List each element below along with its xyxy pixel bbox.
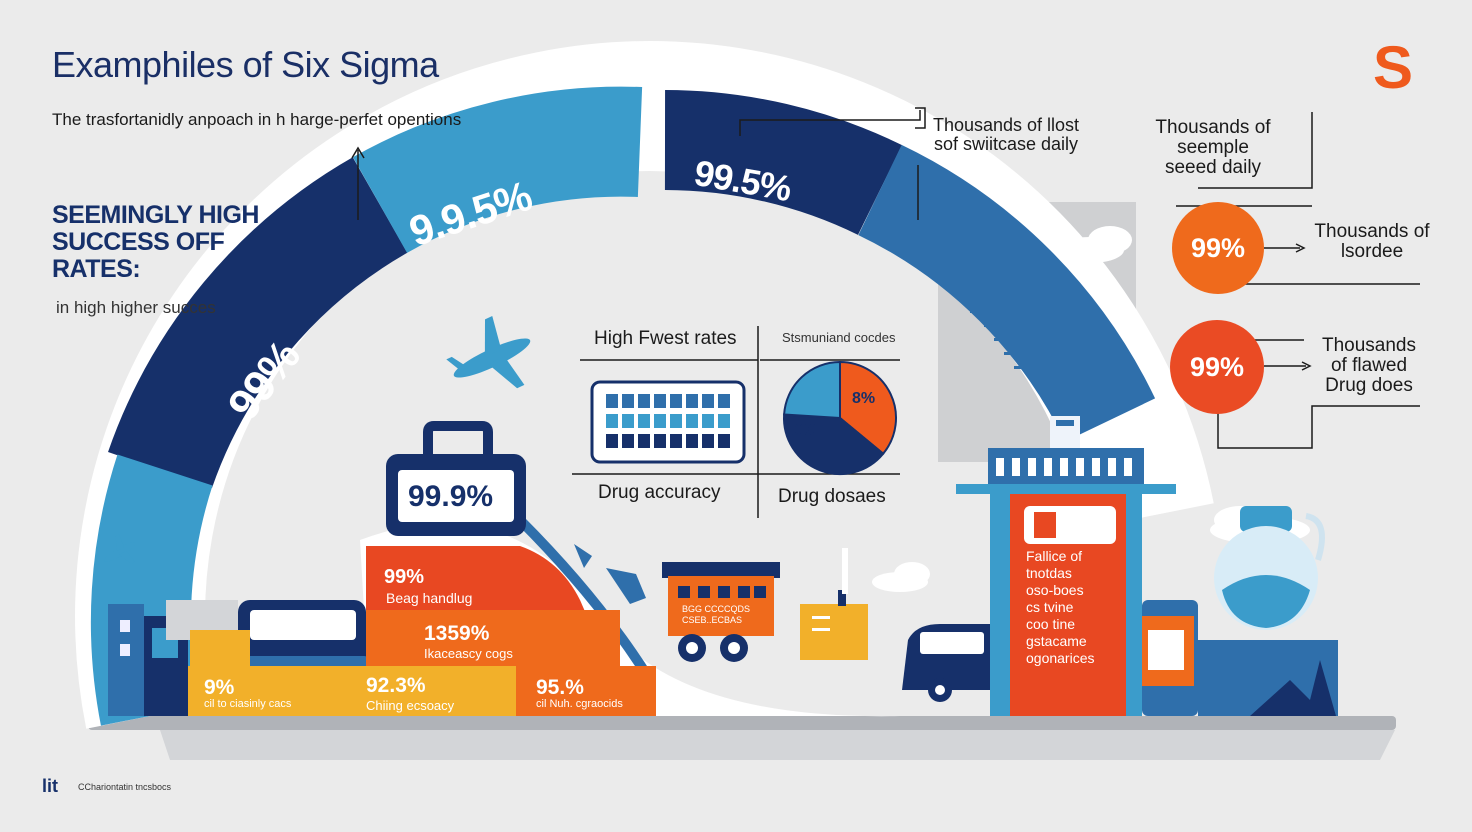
right-top-note: Thousands of seemple seeed daily: [1155, 117, 1271, 178]
table-cell: [718, 414, 730, 428]
circle-stat-2: 99%: [1170, 320, 1264, 414]
airplane-icon: [446, 315, 531, 389]
table-cell: [670, 414, 682, 428]
jar-icon: [1214, 506, 1325, 630]
kiosk-sign: Fallice of tnotdas oso-boes cs tvine coo…: [1026, 548, 1095, 666]
footer-brand-icon: lit: [42, 776, 58, 796]
block-1-pct: 99%: [384, 566, 425, 588]
pointer-line-2: [739, 110, 921, 136]
circle-stat-1: 99%: [1172, 202, 1264, 294]
right-arrowhead-2: [1301, 361, 1312, 371]
arc-segment-2: [352, 86, 643, 254]
table-cell: [654, 394, 666, 408]
pie-slice-label-2: 000: [790, 422, 817, 439]
pie-slice-label-1: 8%: [852, 390, 876, 407]
footer-text: CChariontatin tncsbocs: [78, 782, 172, 792]
table-cell: [670, 434, 682, 448]
pie-chart: [783, 360, 897, 475]
device-icon: [1142, 600, 1338, 716]
table-cell: [622, 414, 634, 428]
circle-note-2: Thousands of flawed Drug does: [1321, 335, 1416, 396]
right-arrowhead-1: [1295, 243, 1306, 253]
city-building-icon: [108, 600, 238, 716]
right-line-1: [1198, 112, 1313, 189]
lead-heading: SEEMINGLY HIGH SUCCESS OFF RATES:: [52, 201, 259, 283]
arc-segment-1: [108, 157, 408, 489]
block-shape-yellow-2: [352, 666, 516, 716]
block-3-label: cil to ciasinly cacs: [204, 698, 292, 710]
arc-segment-3: [664, 90, 902, 236]
page-subtitle: The trasfortanidly anpoach in h harge-pe…: [52, 110, 462, 129]
block-shape-orange: [366, 610, 620, 670]
cart-sign: BGG CCCCQDS CSEB..ECBAS: [682, 604, 751, 625]
table-cell: [686, 394, 698, 408]
block-5-pct: 95.%: [536, 676, 584, 699]
airplane-small-icon: [104, 534, 136, 564]
pie-slice-1: [839, 360, 897, 456]
car-icon: [902, 624, 1002, 702]
block-5-label: cil Nuh. cgraocids: [536, 698, 623, 710]
brand-logo-icon: S: [1372, 34, 1414, 101]
pointer-arrow-1: [351, 146, 365, 159]
pie-slice-2: [783, 413, 885, 475]
table-title: High Fwest rates: [594, 328, 737, 349]
lead-subtext: in high higher succes: [56, 298, 216, 317]
table-cell: [606, 394, 618, 408]
table-cell: [638, 434, 650, 448]
page-title: Examphiles of Six Sigma: [52, 44, 439, 85]
debris-shape-2: [574, 544, 592, 568]
table-cell: [702, 414, 714, 428]
block-2-pct: 1359%: [424, 622, 490, 645]
cloud-2: [872, 562, 930, 592]
table-cell: [718, 434, 730, 448]
block-3-pct: 9%: [204, 676, 235, 699]
block-shape-orange-2: [516, 666, 656, 716]
table-cell: [702, 434, 714, 448]
table-cell: [622, 434, 634, 448]
ground-shadow: [160, 730, 1395, 760]
rates-table-graphic: [572, 326, 900, 518]
pole-icon: [842, 548, 848, 594]
table-cell: [622, 394, 634, 408]
table-cell: [686, 414, 698, 428]
table-cell: [654, 414, 666, 428]
suitcase-icon: [386, 421, 526, 536]
package-icon: [800, 590, 868, 660]
top-note: Thousands of llost sof swiitcase daily: [932, 115, 1080, 154]
table-label: Drug accuracy: [598, 482, 721, 503]
pie-slice-3: [783, 360, 841, 420]
block-4-pct: 92.3%: [366, 674, 426, 697]
suitcase-value: 99.9%: [408, 480, 494, 513]
ground-bar: [88, 716, 1396, 730]
table-cell: [702, 394, 714, 408]
cart-icon: [662, 562, 780, 662]
pie-title: Stsmuniand cocdes: [782, 330, 896, 345]
right-line-5: [1217, 405, 1420, 449]
pointer-bracket: [915, 107, 926, 129]
debris-shape-1: [606, 568, 646, 604]
table-cell: [718, 394, 730, 408]
table-cell: [638, 394, 650, 408]
block-2-label: Ikaceascy cogs: [424, 646, 513, 661]
block-shape-yellow-1: [188, 666, 352, 716]
circle-note-1: Thousands of lsordee: [1314, 221, 1430, 262]
table-cell: [654, 434, 666, 448]
cloud-1: [1056, 226, 1132, 263]
table-cell: [606, 414, 618, 428]
block-1-label: Beag handlug: [386, 590, 473, 606]
kiosk-icon: [956, 416, 1176, 716]
table-cell: [638, 414, 650, 428]
table-cell: [606, 434, 618, 448]
table-cell: [686, 434, 698, 448]
arc-dot-pattern: [960, 296, 1062, 369]
ramp-stripe: [516, 516, 655, 683]
block-4-label: Chiing ecsoacy: [366, 698, 455, 713]
table-cell: [670, 394, 682, 408]
pie-label: Drug dosaes: [778, 486, 886, 507]
